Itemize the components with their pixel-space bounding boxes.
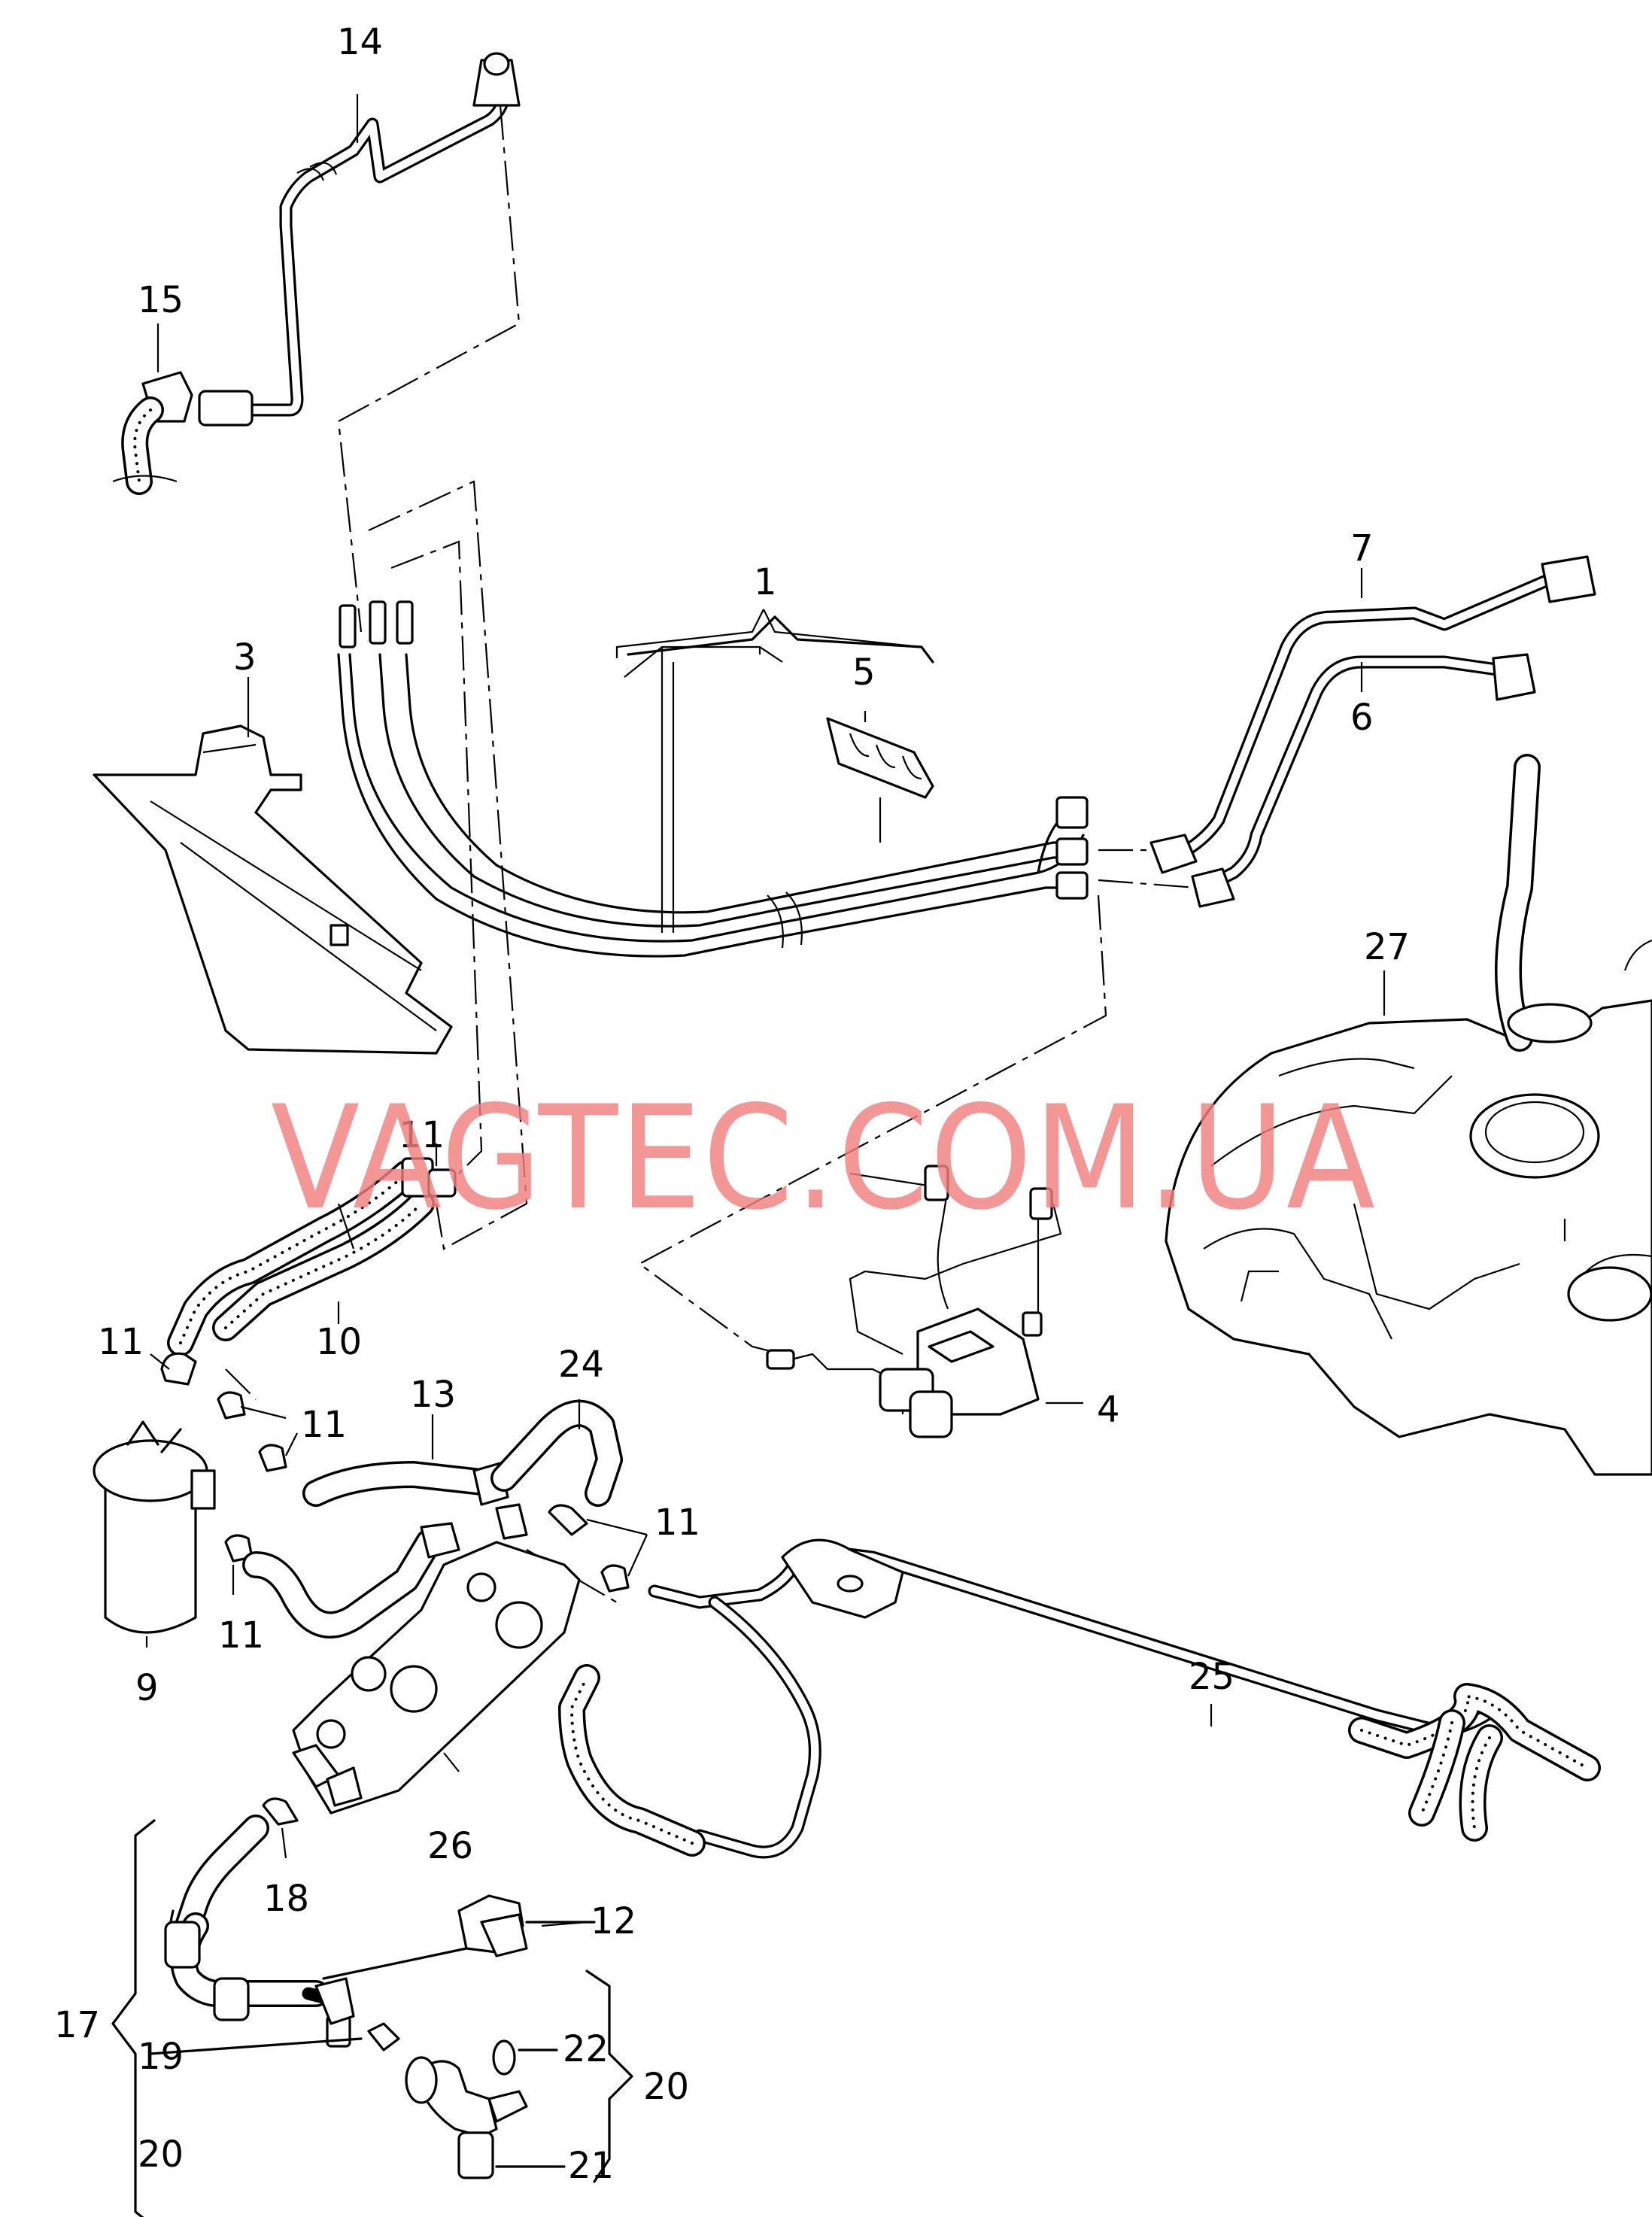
watermark-text: VAGTEC.COM.UA bbox=[271, 1075, 1377, 1241]
part-5-clip bbox=[826, 717, 934, 843]
part-13-24-hoses bbox=[242, 1399, 623, 1638]
callout-labels: 14 15 3 1 5 7 6 27 11 10 11 11 13 24 11 … bbox=[54, 21, 1410, 2187]
part-17-assembly bbox=[149, 1815, 596, 2179]
part-15-connector bbox=[112, 371, 254, 495]
part-9-fuel-filter bbox=[93, 1420, 216, 1634]
part-25-long-line bbox=[558, 1538, 1601, 1859]
part-3-shield bbox=[93, 724, 453, 1055]
callout-20-right: 20 bbox=[643, 2066, 689, 2108]
clamps bbox=[160, 1352, 630, 1826]
callout-1: 1 bbox=[754, 561, 777, 603]
callout-10: 10 bbox=[316, 1321, 362, 1363]
braces bbox=[111, 1819, 633, 2217]
callout-11-right: 11 bbox=[654, 1502, 700, 1544]
callout-11-top: 11 bbox=[399, 1114, 445, 1156]
callout-4: 4 bbox=[1097, 1389, 1120, 1431]
callout-13: 13 bbox=[410, 1374, 456, 1416]
callout-15: 15 bbox=[138, 279, 184, 321]
callout-27: 27 bbox=[1364, 926, 1410, 968]
callout-3: 3 bbox=[233, 636, 257, 679]
callout-14: 14 bbox=[337, 21, 383, 63]
callout-6: 6 bbox=[1350, 697, 1374, 739]
callout-17: 17 bbox=[54, 2004, 100, 2046]
leader-lines bbox=[145, 94, 1386, 1927]
part-1-line-bundle bbox=[337, 600, 1089, 958]
part-10-hoses bbox=[167, 1157, 457, 1356]
callout-5: 5 bbox=[852, 651, 876, 694]
callout-18: 18 bbox=[263, 1878, 309, 1920]
part-27-fuel-tank bbox=[1165, 754, 1652, 1476]
callout-25: 25 bbox=[1189, 1656, 1234, 1698]
part-6-7-lines bbox=[1098, 555, 1596, 908]
callout-21: 21 bbox=[568, 2145, 614, 2187]
callout-24: 24 bbox=[558, 1344, 604, 1386]
callout-11-mid: 11 bbox=[301, 1404, 347, 1446]
part-26-bracket bbox=[292, 1541, 581, 1815]
callout-19: 19 bbox=[138, 2036, 184, 2078]
callout-7: 7 bbox=[1350, 527, 1374, 569]
callout-11-left: 11 bbox=[98, 1321, 144, 1363]
callout-12: 12 bbox=[591, 1900, 636, 1942]
callout-26: 26 bbox=[427, 1825, 473, 1867]
callout-22: 22 bbox=[563, 2028, 609, 2070]
part-14-fuel-line bbox=[241, 52, 521, 417]
part-4-sensor bbox=[766, 1165, 1083, 1438]
callout-11-bottom: 11 bbox=[218, 1614, 264, 1657]
callout-20-left: 20 bbox=[138, 2133, 184, 2176]
callout-9: 9 bbox=[135, 1667, 159, 1709]
